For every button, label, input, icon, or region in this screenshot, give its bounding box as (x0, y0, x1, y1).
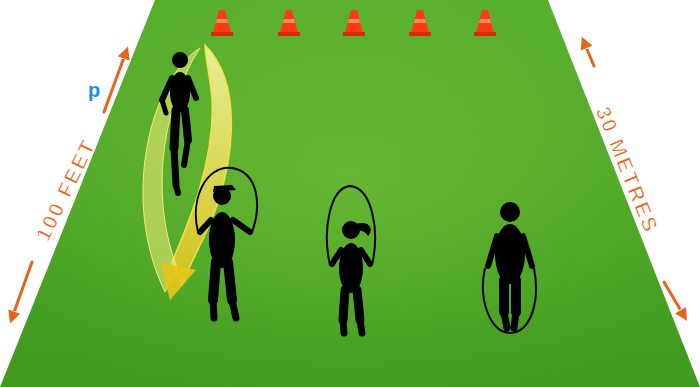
cone (474, 10, 496, 36)
dimension-label: 30 METRES (591, 103, 664, 237)
dimension-label: 100 FEET (31, 135, 101, 245)
runner-silhouette (162, 52, 196, 193)
rope-jumper-silhouette (196, 168, 257, 318)
cone (211, 10, 233, 36)
cone (409, 10, 431, 36)
rope-jumper-silhouette (327, 186, 375, 333)
rope-jumper-silhouette (483, 202, 536, 333)
cone-row (211, 10, 496, 36)
heading-fragment: p (88, 79, 100, 102)
cone (343, 10, 365, 36)
run-path-arrow (143, 45, 231, 300)
cone (278, 10, 300, 36)
dimension-arrows (12, 42, 684, 318)
